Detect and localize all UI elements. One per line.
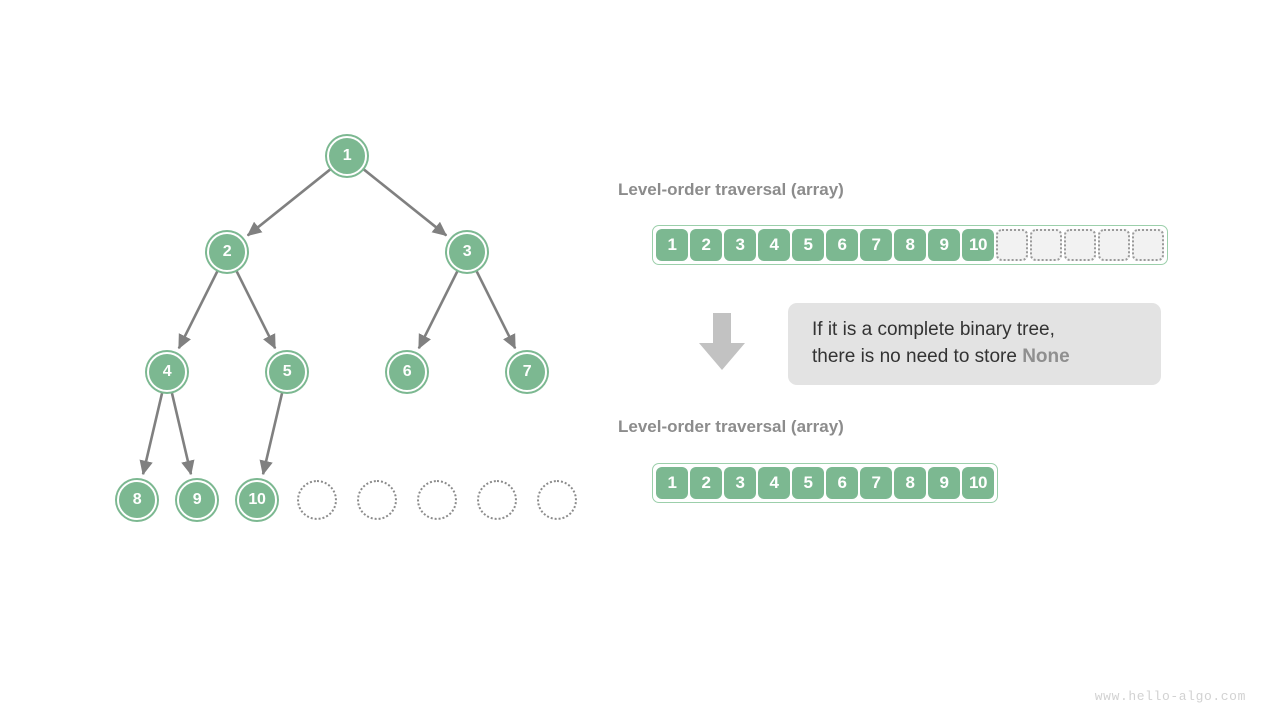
array-top-cell-8[interactable]: 9 — [928, 229, 960, 261]
array-bottom-cell-3[interactable]: 4 — [758, 467, 790, 499]
tree-edges — [139, 168, 517, 476]
tree-node-empty-3 — [417, 480, 457, 520]
watermark: www.hello-algo.com — [1094, 689, 1246, 704]
callout-line-1: If it is a complete binary tree, — [812, 319, 1055, 340]
tree-node-label: 2 — [222, 243, 232, 260]
tree-edge-n1-n3 — [362, 168, 448, 237]
array-top-cell-0[interactable]: 1 — [656, 229, 688, 261]
tree-node-1: 1 — [327, 136, 367, 176]
tree-edge-n5-n10 — [259, 392, 284, 476]
array-top-empty-cell-0[interactable] — [996, 229, 1028, 261]
binary-tree-figure: 1 2 3 4 5 6 7 8 9 10 — [0, 0, 640, 600]
tree-edge-n3-n6 — [417, 270, 459, 350]
tree-node-empty-4 — [477, 480, 517, 520]
tree-node-empty-2 — [357, 480, 397, 520]
tree-node-5: 5 — [267, 352, 307, 392]
tree-node-6: 6 — [387, 352, 427, 392]
array-bottom-cell-9[interactable]: 10 — [962, 467, 994, 499]
array-bottom-cell-8[interactable]: 9 — [928, 467, 960, 499]
tree-node-9: 9 — [177, 480, 217, 520]
array-top-empty-cell-1[interactable] — [1030, 229, 1062, 261]
tree-node-label: 8 — [132, 491, 142, 508]
tree-node-label: 1 — [342, 147, 352, 164]
tree-edge-n1-n2 — [246, 168, 332, 237]
array-bottom-label: Level-order traversal (array) — [618, 417, 844, 436]
array-top-cell-2[interactable]: 3 — [724, 229, 756, 261]
array-top-cell-9[interactable]: 10 — [962, 229, 994, 261]
array-bottom-cell-5[interactable]: 6 — [826, 467, 858, 499]
callout-line-2: there is no need to store None — [812, 343, 1141, 370]
tree-node-2: 2 — [207, 232, 247, 272]
tree-node-label: 10 — [248, 491, 266, 508]
array-top-cell-4[interactable]: 5 — [792, 229, 824, 261]
callout-box: If it is a complete binary tree, there i… — [788, 303, 1161, 385]
array-top-empty-cell-3[interactable] — [1098, 229, 1130, 261]
array-top-cell-6[interactable]: 7 — [860, 229, 892, 261]
tree-node-label: 9 — [192, 491, 202, 508]
array-bottom-cell-2[interactable]: 3 — [724, 467, 756, 499]
array-bottom-cell-0[interactable]: 1 — [656, 467, 688, 499]
tree-edge-n2-n5 — [235, 270, 277, 350]
tree-edge-n3-n7 — [475, 270, 517, 350]
tree-node-4: 4 — [147, 352, 187, 392]
array-top-label: Level-order traversal (array) — [618, 180, 844, 199]
tree-node-7: 7 — [507, 352, 547, 392]
tree-edge-n4-n8 — [139, 392, 164, 476]
array-top-cell-7[interactable]: 8 — [894, 229, 926, 261]
tree-node-10: 10 — [237, 480, 277, 520]
tree-node-label: 7 — [522, 363, 532, 380]
array-bottom-cell-1[interactable]: 2 — [690, 467, 722, 499]
tree-node-label: 4 — [162, 363, 172, 380]
array-top-empty-cell-4[interactable] — [1132, 229, 1164, 261]
array-bottom-cell-6[interactable]: 7 — [860, 467, 892, 499]
callout-none-keyword: None — [1022, 346, 1070, 367]
tree-node-empty-5 — [537, 480, 577, 520]
tree-edge-n2-n4 — [177, 270, 219, 350]
array-top-empty-cell-2[interactable] — [1064, 229, 1096, 261]
array-top-cell-1[interactable]: 2 — [690, 229, 722, 261]
array-top-cell-3[interactable]: 4 — [758, 229, 790, 261]
tree-node-label: 3 — [462, 243, 472, 260]
tree-node-empty-1 — [297, 480, 337, 520]
array-bottom-cell-7[interactable]: 8 — [894, 467, 926, 499]
array-top-cell-5[interactable]: 6 — [826, 229, 858, 261]
tree-node-8: 8 — [117, 480, 157, 520]
tree-node-3: 3 — [447, 232, 487, 272]
callout-line-2-text: there is no need to store — [812, 346, 1023, 367]
tree-node-label: 5 — [282, 363, 292, 380]
down-arrow-icon — [699, 313, 745, 370]
tree-edge-n4-n9 — [170, 392, 195, 476]
tree-node-label: 6 — [402, 363, 412, 380]
array-bottom-cell-4[interactable]: 5 — [792, 467, 824, 499]
